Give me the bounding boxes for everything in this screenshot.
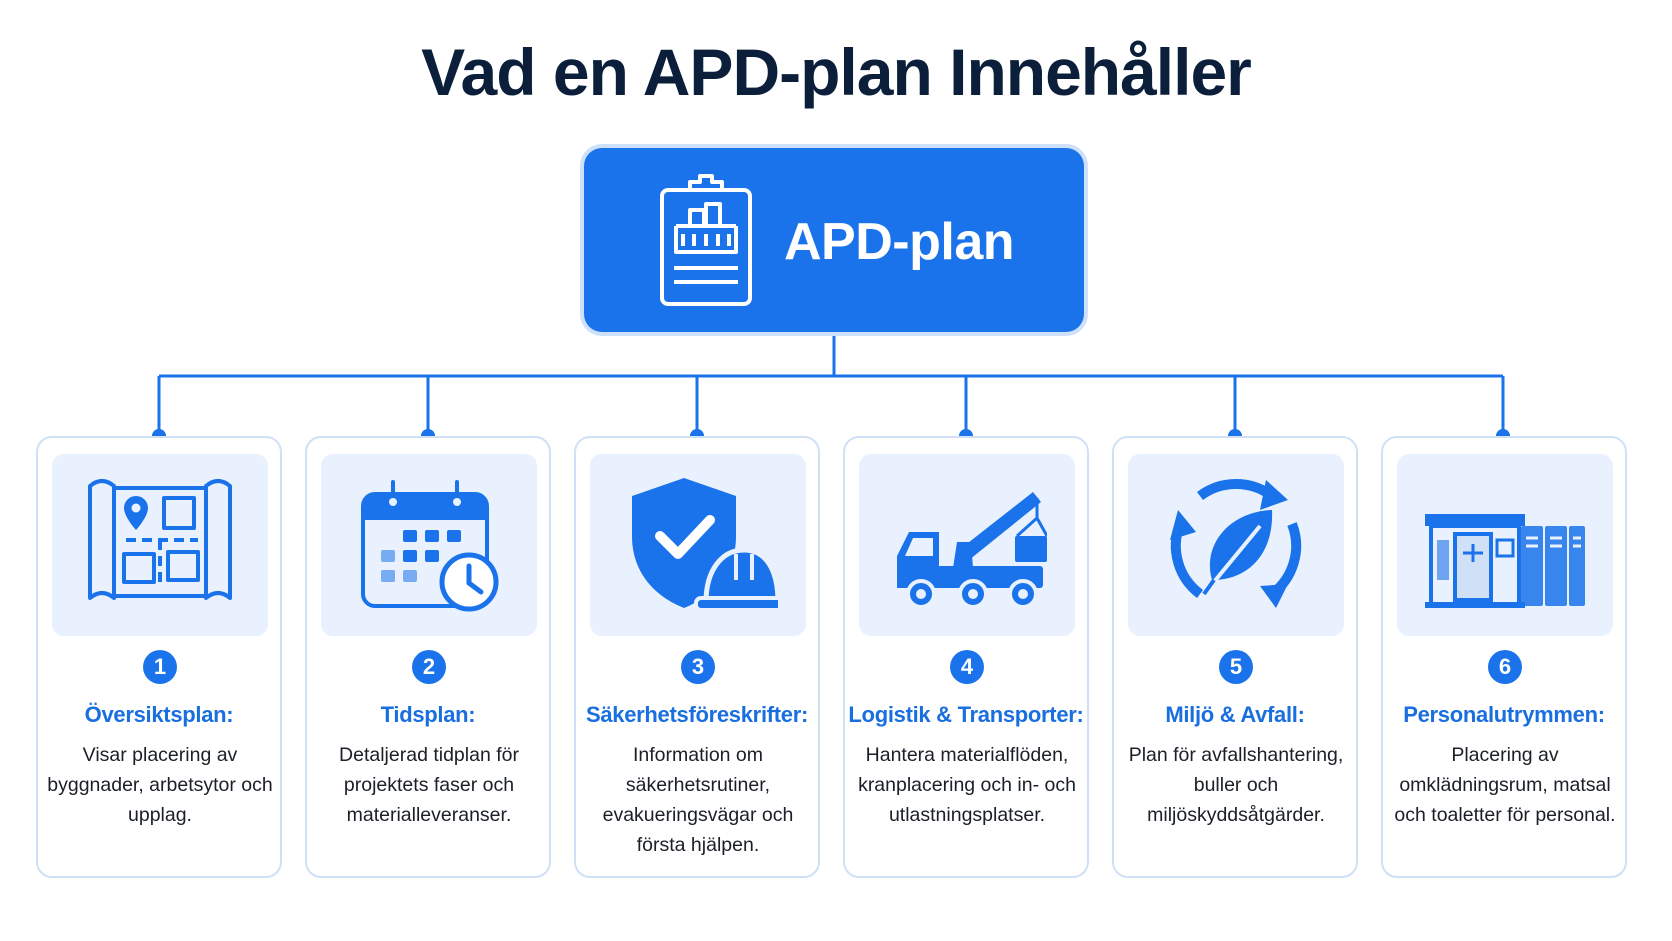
card-personalutrymmen: 6 Personalutrymmen: Placering av omklädn… — [1381, 436, 1627, 878]
step-number: 3 — [681, 650, 715, 684]
card-description: Plan för avfallshantering, buller och mi… — [1128, 744, 1344, 826]
calendar-clock-icon — [361, 480, 499, 612]
card-description: Detaljerad tidplan för projektets faser … — [339, 744, 519, 826]
page-title: Vad en APD-plan Innehåller — [421, 35, 1252, 109]
card-sakerhetsforeskrifter: 3 Säkerhetsföreskrifter: Information om … — [574, 436, 820, 878]
step-number: 1 — [143, 650, 177, 684]
card-description: Visar placering av byggnader, arbetsytor… — [47, 744, 273, 826]
crane-truck-icon — [897, 492, 1047, 609]
card-title: Logistik & Transporter: — [848, 702, 1084, 727]
step-number: 5 — [1219, 650, 1253, 684]
staff-barracks-icon — [1425, 514, 1585, 608]
card-title: Tidsplan: — [380, 702, 476, 727]
card-title: Säkerhetsföreskrifter: — [585, 702, 809, 727]
root-label: APD-plan — [784, 213, 1015, 271]
recycle-leaf-icon — [1170, 479, 1302, 608]
site-map-icon — [88, 479, 232, 600]
card-title: Personalutrymmen: — [1403, 702, 1605, 727]
clipboard-building-icon — [660, 174, 752, 306]
step-number: 6 — [1488, 650, 1522, 684]
apd-plan-root-box: APD-plan — [584, 148, 1084, 332]
shield-helmet-icon — [632, 478, 778, 612]
card-description: Placering av omklädningsrum, matsal och … — [1394, 744, 1616, 826]
card-title: Miljö & Avfall: — [1165, 702, 1305, 727]
card-logistik-transporter: 4 Logistik & Transporter: Hantera materi… — [843, 436, 1089, 878]
card-oversiktsplan: 1 Översiktsplan: Visar placering av bygg… — [36, 436, 282, 878]
card-description: Information om säkerhetsrutiner, evakuer… — [602, 744, 794, 856]
step-number: 2 — [412, 650, 446, 684]
step-number: 4 — [950, 650, 984, 684]
card-tidsplan: 2 Tidsplan: Detaljerad tidplan för proje… — [305, 436, 551, 878]
card-description: Hantera materialflöden, kranplacering oc… — [858, 744, 1076, 826]
card-miljo-avfall: 5 Miljö & Avfall: Plan för avfallshanter… — [1112, 436, 1358, 878]
card-title: Översiktsplan: — [84, 702, 234, 727]
